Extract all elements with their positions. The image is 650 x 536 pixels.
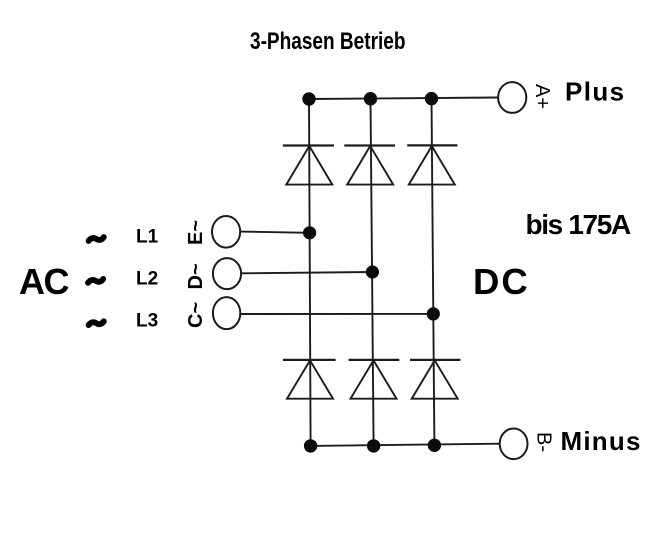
svg-text:A+: A+ [531,84,553,109]
svg-text:3-Phasen Betrieb: 3-Phasen Betrieb [250,27,406,55]
svg-text:D~: D~ [185,263,207,289]
svg-text:Plus: Plus [565,77,626,107]
svg-text:B-: B- [533,432,555,452]
svg-text:E~: E~ [185,220,207,245]
svg-text:AC: AC [19,261,69,302]
svg-text:bis 175A: bis 175A [526,209,632,240]
svg-text:Minus: Minus [561,426,642,456]
svg-text:DC: DC [473,261,530,302]
svg-text:L1: L1 [136,227,159,248]
svg-text:C~: C~ [185,302,207,328]
svg-text:L3: L3 [136,311,158,332]
svg-text:L2: L2 [136,269,158,290]
